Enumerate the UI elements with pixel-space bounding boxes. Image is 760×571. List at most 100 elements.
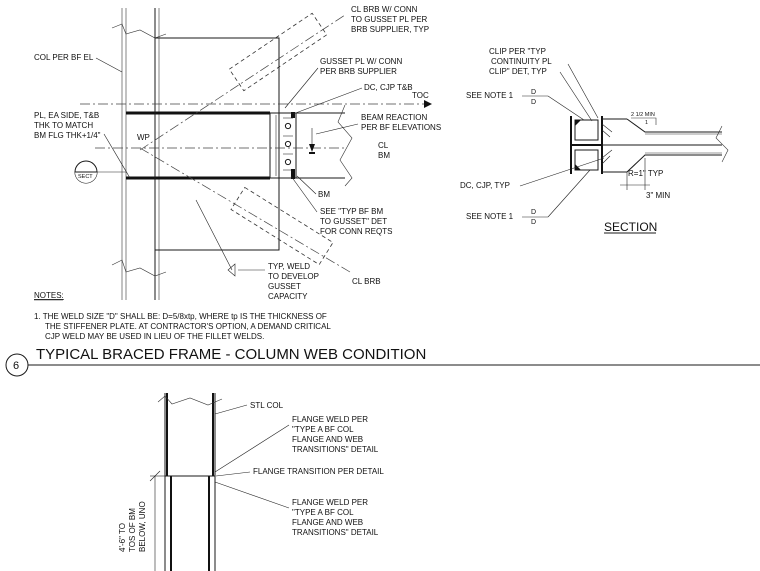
typ-weld-line-1: TYP, WELD — [268, 262, 310, 271]
flange-weld-top-line-1: FLANGE WELD PER — [292, 415, 368, 424]
flange-weld-top-line-4: TRANSITIONS" DETAIL — [292, 445, 379, 454]
beam-reaction-line-2: PER BF ELEVATIONS — [361, 123, 441, 132]
section-bubble-half — [75, 172, 97, 183]
section-cjp-hatching — [601, 123, 613, 165]
see-note-bottom-leader — [547, 169, 591, 218]
section-view: 3" MIN 2 1/2 MIN 1 CLIP PER "TYP CONTINU… — [460, 47, 729, 234]
beam-end-plate — [269, 112, 297, 179]
cl-brb-bottom-label: CL BRB — [352, 277, 381, 286]
clip-leader-2 — [567, 63, 599, 119]
notes-heading: NOTES: — [34, 291, 64, 300]
cl-brb-top-line-3: BRB SUPPLIER, TYP — [351, 25, 429, 34]
gusset-pl-leader — [284, 67, 319, 109]
flange-weld-bottom-leader — [214, 481, 290, 509]
dim-4-6-labels: 4'-6" TO TOS OF BM BELOW, UNO — [118, 501, 147, 552]
dc-cjp-label: DC, CJP T&B — [364, 83, 413, 92]
slope-one-label: 1 — [645, 120, 648, 126]
typ-weld-leader — [195, 199, 233, 271]
weld-mark-top — [291, 112, 295, 118]
weld-d-top-2: D — [531, 99, 536, 106]
flange-weld-bottom-line-3: FLANGE AND WEB — [292, 518, 363, 527]
flange-weld-top-line-3: FLANGE AND WEB — [292, 435, 363, 444]
section-beam-break — [715, 125, 729, 163]
brb-centerline-upper — [139, 14, 346, 151]
radius-label: R=1" TYP — [628, 169, 663, 178]
see-note-top-label: SEE NOTE 1 — [466, 91, 514, 100]
gusset-pl-line-2: PER BRB SUPPLIER — [320, 67, 397, 76]
flange-weld-top-leader — [214, 424, 290, 473]
beam-reaction-leader — [315, 123, 359, 135]
stl-col-leader — [214, 404, 248, 415]
typ-weld-line-2: TO DEVELOP — [268, 272, 319, 281]
section-continuity-plate-top — [574, 119, 599, 141]
section-bubble-label: SECT — [78, 174, 93, 180]
column-break-top — [111, 23, 167, 39]
wp-label: WP — [137, 133, 150, 142]
flange-transition-label: FLANGE TRANSITION PER DETAIL — [253, 467, 384, 476]
column-break-bottom — [111, 259, 167, 277]
elevation-view: SECT COL PER BF EL PL, EA SIDE, T&B THK … — [34, 5, 441, 301]
brb-upper — [228, 12, 328, 92]
note-1-line-3: CJP WELD MAY BE USED IN LIEU OF THE FILL… — [45, 332, 264, 341]
pl-note-line-2: THK TO MATCH — [34, 121, 93, 130]
stl-col-label: STL COL — [250, 401, 284, 410]
dc-cjp-typ-label: DC, CJP, TYP — [460, 181, 510, 190]
flange-weld-top-line-2: "TYPE A BF COL — [292, 425, 354, 434]
beam-break-line — [337, 104, 353, 187]
weld-d-top-1: D — [531, 89, 536, 96]
see-typ-line-1: SEE "TYP BF BM — [320, 207, 383, 216]
detail-title-bar: 6 TYPICAL BRACED FRAME - COLUMN WEB COND… — [5, 346, 760, 377]
note-1-line-1: 1. THE WELD SIZE "D" SHALL BE: D=5/8xtp,… — [34, 312, 327, 321]
typ-weld-line-3: GUSSET — [268, 282, 301, 291]
three-min-label: 3" MIN — [646, 191, 670, 200]
cl-brb-top-line-2: TO GUSSET PL PER — [351, 15, 428, 24]
dim-4-6-line-3: BELOW, UNO — [138, 501, 147, 552]
cl-bm-line-2: BM — [378, 151, 390, 160]
bolt-2 — [284, 140, 292, 148]
weld-d-bottom-2: D — [531, 219, 536, 226]
flange-weld-bottom-line-1: FLANGE WELD PER — [292, 498, 368, 507]
lower-column-view: STL COL FLANGE WELD PER "TYPE A BF COL F… — [118, 393, 384, 571]
clip-corner-1 — [575, 120, 581, 126]
see-note-top-leader — [547, 95, 585, 121]
min-dim-label: 2 1/2 MIN — [631, 112, 655, 118]
weld-d-bottom-1: D — [531, 209, 536, 216]
flange-weld-bottom-line-4: TRANSITIONS" DETAIL — [292, 528, 379, 537]
clip-line-2: CONTINUITY PL — [491, 57, 552, 66]
col-per-bf-el-label: COL PER BF EL — [34, 53, 94, 62]
beam-reaction-line-1: BEAM REACTION — [361, 113, 427, 122]
dim-4-6-line-2: TOS OF BM — [128, 508, 137, 552]
dc-cjp-typ-leader — [519, 157, 605, 187]
clip-corner-2 — [575, 164, 581, 170]
section-beam-bottom-transition — [626, 154, 722, 173]
pl-note-line-1: PL, EA SIDE, T&B — [34, 111, 99, 120]
clip-leader-1 — [559, 71, 593, 122]
notes-block: NOTES: 1. THE WELD SIZE "D" SHALL BE: D=… — [34, 291, 331, 341]
detail-number: 6 — [13, 360, 19, 372]
bolt-1 — [284, 122, 292, 130]
clip-line-3: CLIP" DET, TYP — [489, 67, 547, 76]
see-typ-leader — [290, 175, 318, 213]
pl-note-leader — [103, 133, 131, 179]
lower-col-break — [157, 395, 223, 406]
weld-symbol-triangle — [227, 263, 236, 277]
dc-cjp-leader — [292, 87, 363, 115]
toc-arrow — [424, 100, 432, 108]
gusset-plate — [154, 37, 280, 251]
section-title: SECTION — [604, 220, 657, 234]
pl-note-line-3: BM FLG THK+1/4" — [34, 131, 101, 140]
beam-reaction-arrowhead — [309, 144, 315, 152]
slope-triangle — [631, 117, 657, 125]
cl-brb-top-line-1: CL BRB W/ CONN — [351, 5, 418, 14]
toc-label: TOC — [412, 91, 429, 100]
clip-line-1: CLIP PER "TYP — [489, 47, 546, 56]
section-continuity-plate-bottom — [574, 149, 599, 171]
bm-label: BM — [318, 190, 330, 199]
note-1-line-2: THE STIFFENER PLATE. AT CONTRACTOR'S OPT… — [45, 322, 331, 331]
gusset-pl-line-1: GUSSET PL W/ CONN — [320, 57, 402, 66]
cl-bm-line-1: CL — [378, 141, 389, 150]
col-leader — [95, 57, 123, 73]
see-typ-line-3: FOR CONN REQTS — [320, 227, 392, 236]
section-beam-top-transition — [626, 118, 722, 133]
